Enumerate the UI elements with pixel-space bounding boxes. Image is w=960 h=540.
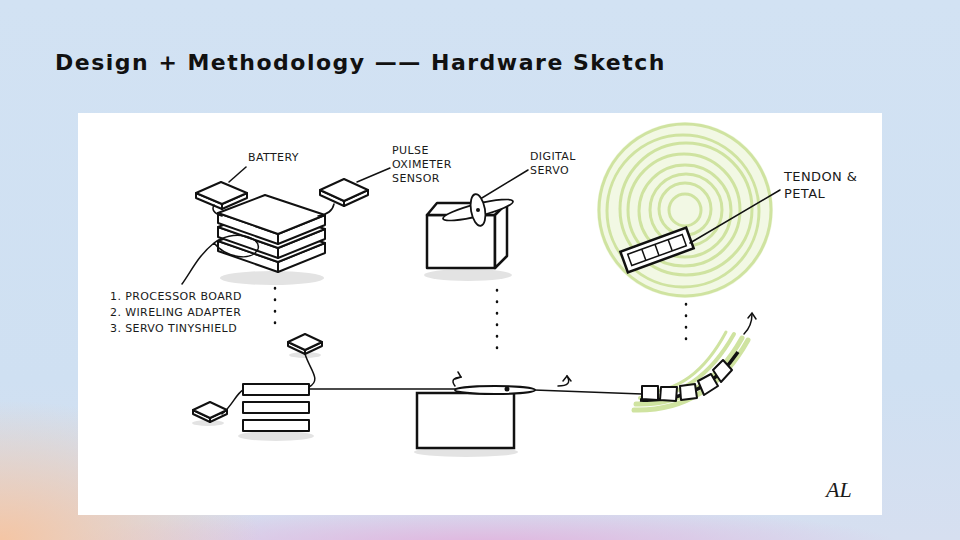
battery-wire	[213, 205, 222, 216]
petal-segment	[713, 360, 732, 382]
petal-ring	[669, 194, 701, 226]
arrow-head	[563, 376, 571, 381]
signature: AL	[826, 478, 852, 502]
leader-line	[690, 190, 780, 243]
list-item: 3. SERVO TINYSHIELD	[110, 322, 237, 336]
side-slab	[243, 402, 309, 413]
leader-line	[229, 167, 246, 182]
arrow-head	[455, 372, 461, 379]
leader-line	[357, 168, 390, 182]
shadow	[424, 269, 512, 281]
servo-pivot	[476, 208, 480, 212]
servo-body	[417, 393, 514, 448]
list-item: 1. PROCESSOR BOARD	[110, 290, 242, 304]
part-label: PULSE OXIMETER SENSOR	[392, 144, 468, 186]
dotted-guide	[685, 304, 688, 348]
tendon-line	[309, 388, 456, 390]
side-slab	[243, 420, 309, 431]
slide-title: Design + Methodology —— Hardware Sketch	[55, 50, 666, 75]
servo-iso	[427, 193, 514, 268]
side-slab	[243, 384, 309, 395]
iso-stack	[196, 179, 368, 272]
servo-side-view	[417, 386, 535, 448]
tendon-divider	[655, 244, 659, 255]
petal-glow	[634, 332, 748, 410]
side-tile	[288, 334, 322, 350]
side-stack	[193, 334, 322, 431]
oximeter-wire	[318, 204, 334, 216]
wires-leaders	[182, 167, 780, 284]
petal-segment	[660, 387, 677, 401]
wire	[222, 390, 243, 414]
servo-horn	[455, 386, 535, 394]
wire	[305, 354, 315, 387]
petal-base	[640, 352, 738, 400]
tendon-strip	[620, 228, 693, 273]
tendon-inner	[628, 234, 687, 265]
servo-side	[495, 203, 507, 268]
list-item: 2. WIRELING ADAPTER	[110, 306, 241, 320]
dotted-guide	[274, 288, 277, 328]
tendon-outer	[620, 228, 693, 273]
petal-segment	[698, 374, 718, 395]
oximeter-tile	[320, 179, 368, 201]
sketch-panel	[78, 113, 882, 515]
dotted-guide	[496, 290, 499, 348]
petal-arrow	[744, 313, 756, 334]
dotted-guides	[275, 288, 686, 348]
part-label: DIGITAL SERVO	[530, 150, 594, 178]
tendon-divider	[668, 240, 672, 251]
part-label: TENDON & PETAL	[784, 168, 862, 202]
side-tile	[193, 402, 227, 418]
part-label: BATTERY	[248, 151, 338, 165]
shadow	[220, 271, 324, 285]
arrow-head	[748, 313, 756, 319]
battery-tile	[196, 182, 247, 204]
petal-segment	[642, 386, 658, 400]
petal-ring	[607, 135, 759, 287]
shadow	[238, 431, 314, 441]
tendon-divider	[642, 249, 646, 260]
petal-segment	[680, 384, 697, 400]
servo-pivot	[505, 387, 510, 392]
leader-line	[182, 235, 258, 284]
petal-segments	[640, 352, 738, 401]
petal-ring	[620, 143, 752, 275]
servo-horn	[468, 193, 487, 227]
tendon-line	[534, 390, 642, 394]
